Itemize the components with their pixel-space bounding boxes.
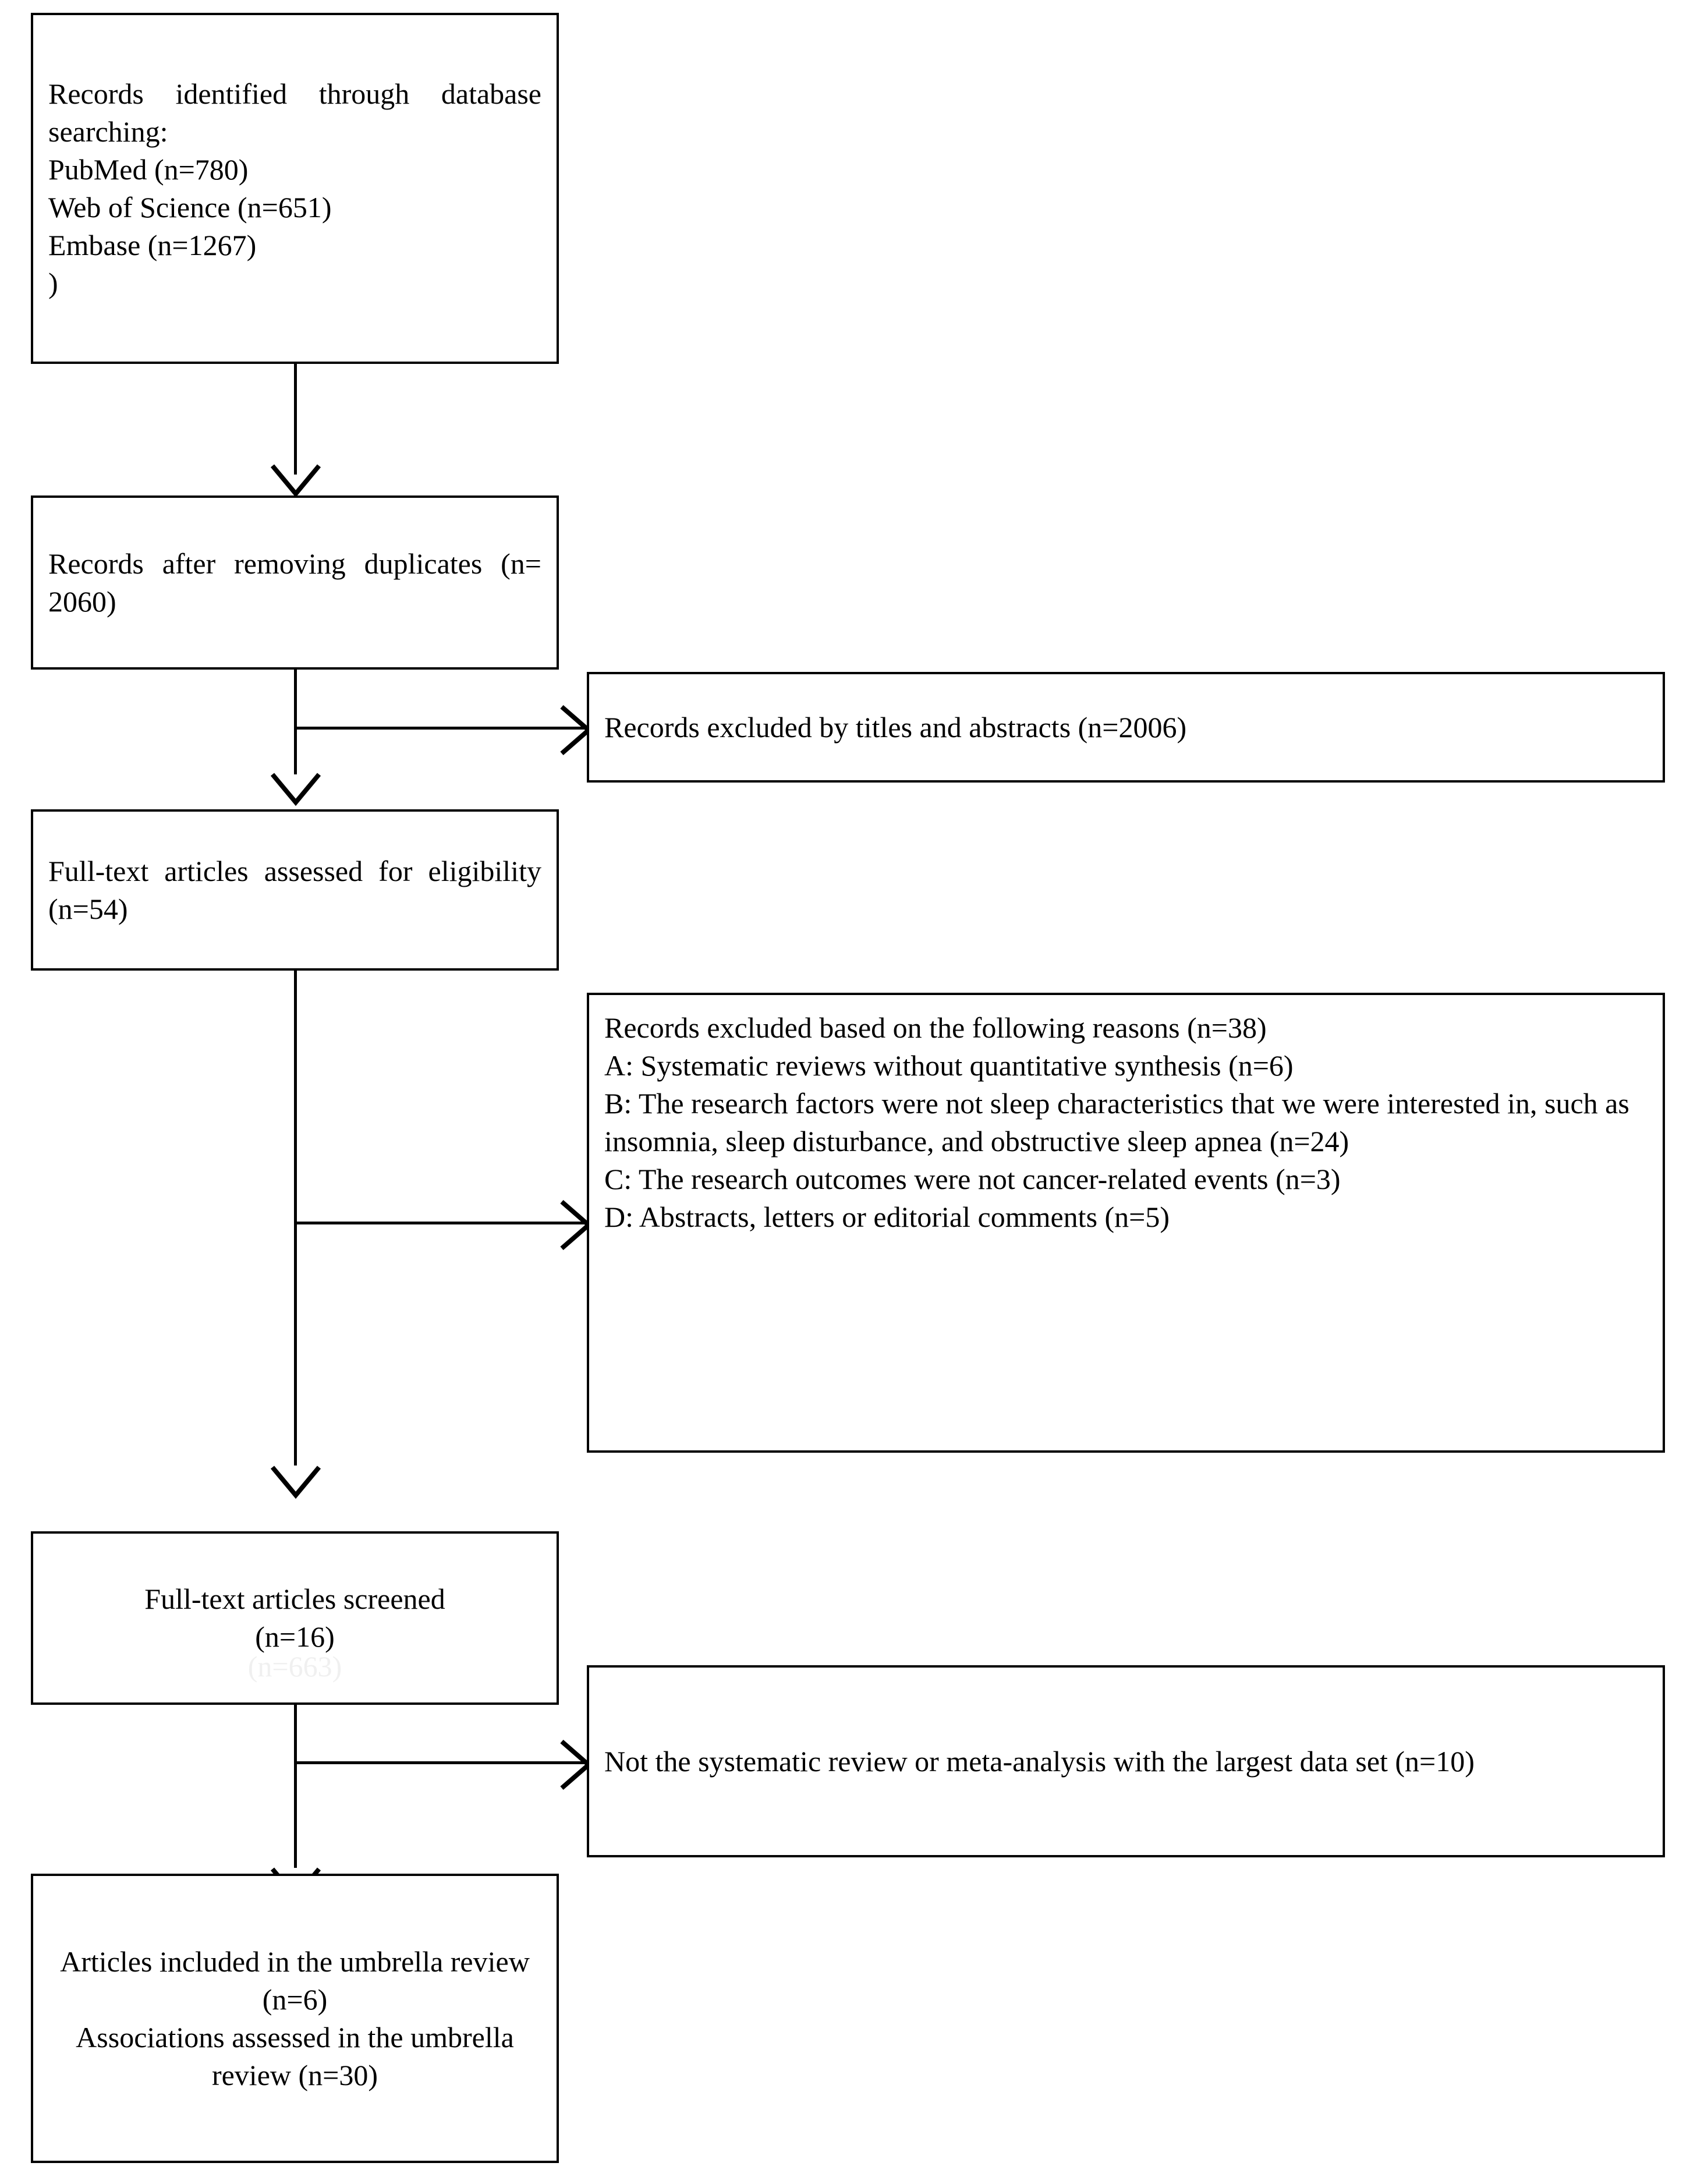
connector-identified-to-duplicates: [294, 364, 297, 475]
node-full-text-assessed: Full-text articles assessed for eligibil…: [31, 809, 559, 971]
arrowhead-right-3: [560, 1739, 593, 1790]
node-records-after-duplicates-text: Records after removing duplicates (n= 20…: [48, 547, 549, 618]
node-articles-included: Articles included in the umbrella review…: [31, 1874, 559, 2163]
node-full-text-screened: Full-text articles screened (n=16) (n=66…: [31, 1531, 559, 1705]
node-records-excluded-reasons-text: Records excluded based on the following …: [604, 1011, 1629, 1233]
connector-duplicates-to-assessed: [294, 670, 297, 774]
node-records-identified-text: Records identified through database sear…: [48, 77, 541, 299]
arrowhead-down-1: [270, 464, 321, 498]
connector-branch-not-largest: [294, 1761, 585, 1764]
arrowhead-right-2: [560, 1199, 593, 1251]
connector-screened-to-included: [294, 1705, 297, 1868]
arrowhead-down-2: [270, 773, 321, 806]
node-records-identified: Records identified through database sear…: [31, 13, 559, 364]
node-records-after-duplicates: Records after removing duplicates (n= 20…: [31, 495, 559, 670]
connector-branch-excluded-titles: [294, 727, 585, 730]
node-not-largest-data-set-text: Not the systematic review or meta-analys…: [604, 1744, 1475, 1778]
connector-branch-excluded-reasons: [294, 1222, 585, 1224]
arrowhead-right-1: [560, 705, 593, 756]
node-full-text-screened-text: Full-text articles screened (n=16): [144, 1583, 445, 1653]
node-records-excluded-titles-abstracts-text: Records excluded by titles and abstracts…: [604, 710, 1187, 744]
node-records-excluded-reasons: Records excluded based on the following …: [587, 993, 1665, 1453]
node-records-excluded-titles-abstracts: Records excluded by titles and abstracts…: [587, 672, 1665, 783]
connector-assessed-to-screened: [294, 971, 297, 1466]
arrowhead-down-3: [270, 1466, 321, 1499]
node-full-text-assessed-text: Full-text articles assessed for eligibil…: [48, 854, 549, 925]
node-articles-included-text: Articles included in the umbrella review…: [60, 1945, 530, 2091]
node-not-largest-data-set: Not the systematic review or meta-analys…: [587, 1665, 1665, 1857]
